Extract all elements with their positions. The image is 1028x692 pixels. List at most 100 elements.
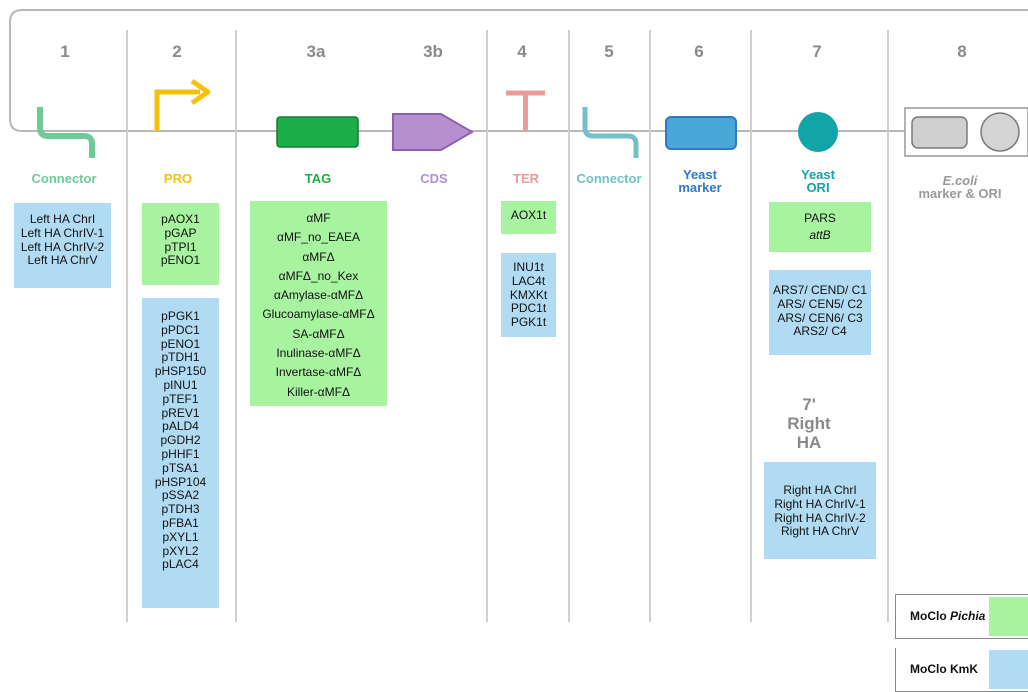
part-item: pSSA2 [161,488,200,503]
divider-4 [568,30,570,622]
part-item: ARS/ CEN6/ C3 [777,310,863,325]
tag-glyph [276,116,359,148]
part-item: PARS [804,211,836,225]
part-item: Right HA ChrIV-1 [774,496,866,511]
parts-box-p4-pichia: AOX1t [501,201,556,234]
part-item: pALD4 [162,419,199,434]
part-item: pTPI1 [164,239,197,254]
divider-2 [235,30,237,622]
ecoli-ori-glyph [980,112,1020,152]
part-item: pXYL2 [162,543,199,558]
part-item: pHSP104 [154,474,207,489]
position-number: 5 [604,42,614,61]
legend-pichia-italic: Pichia [950,609,986,623]
category-label-ter: TER [513,171,539,186]
category-label-cds: CDS [420,171,448,186]
part-item: Right HA ChrV [780,524,860,539]
part-item: Inulinase-αMFΔ [276,346,361,361]
part-item: pPDC1 [161,322,200,337]
position-number: 7 [812,42,822,61]
part-item: attB [809,228,831,242]
part-item: pAOX1 [161,212,200,226]
yeast-ori-glyph [798,112,838,152]
part-item: pINU1 [163,377,198,392]
legend-row-kmk: MoClo KmK [895,648,1028,692]
right-ha-line2: HA [796,433,822,452]
part-item: pREV1 [161,405,200,420]
position-number: 2 [172,42,182,61]
part-item: AOX1t [510,208,547,222]
part-item: pGAP [164,225,197,240]
part-item: αMF [306,211,331,225]
category-label-connector-5: Connector [576,171,642,186]
position-number: 3a [306,42,326,61]
part-item: Left HA ChrIV-1 [20,225,105,240]
parts-box-p3-pichia: αMF αMF_no_EAEA αMFΔ αMFΔ_no_Kex αAmylase-αM… [250,201,387,406]
part-item: pTDH1 [161,350,200,365]
part-item: αMFΔ_no_Kex [278,268,359,283]
part-item: Left HA ChrI [29,212,96,226]
terminator-glyph [506,90,545,131]
position-number: 8 [957,42,967,61]
legend-label-kmk: MoClo KmK [910,662,978,676]
divider-7 [887,30,889,622]
part-item: αMF_no_EAEA [277,230,360,245]
part-item: pENO1 [160,336,201,351]
part-item: pXYL1 [162,529,199,544]
legend-pichia-prefix: MoClo [910,609,950,623]
part-item: Right HA ChrI [783,483,857,497]
part-item: ARS/ CEN5/ C2 [777,296,863,311]
part-item: pHSP150 [154,364,207,379]
divider-1 [126,30,128,622]
part-item: Right HA ChrIV-2 [774,510,866,525]
part-item: pTDH3 [161,502,200,517]
part-item: Glucoamylase-αMFΔ [262,307,375,322]
part-item: pPGK1 [161,309,200,323]
promoter-arrow-glyph [154,89,200,131]
part-item: SA-αMFΔ [292,326,345,341]
position-number: 4 [517,42,527,61]
legend-swatch-kmk [989,650,1028,689]
part-item: αAmylase-αMFΔ [273,288,364,303]
category-label-yeast-marker: Yeast marker [665,168,735,194]
right-ha-number: 7' [802,395,816,414]
cds-glyph [392,113,474,151]
yeast-marker-glyph [665,116,737,150]
part-item: pFBA1 [162,515,199,530]
yeast-ori-line2: ORI [806,180,830,195]
legend-label-pichia: MoClo Pichia [910,609,985,623]
part-item: ARS2/ C4 [793,324,847,339]
yeast-marker-line2: marker [678,180,722,195]
backbone-loop [9,9,1028,132]
ecoli-line1: E.coli [942,173,978,188]
part-item: pENO1 [160,253,201,268]
part-item: pTSA1 [162,460,199,475]
yeast-ori-line1: Yeast [801,167,835,182]
position-number: 6 [694,42,704,61]
part-item: Left HA ChrIV-2 [20,239,105,254]
part-item: ARS7/ CEND/ C1 [772,283,868,297]
legend-swatch-pichia [989,597,1028,636]
right-ha-heading: 7' Right HA [769,395,849,452]
ecoli-marker-glyph [911,116,968,149]
part-item: KMXKt [509,287,548,302]
part-item: Invertase-αMFΔ [275,365,362,380]
category-label-tag: TAG [304,171,332,186]
position-number: 1 [60,42,70,61]
part-item: LAC4t [511,273,546,288]
category-label-pro: PRO [163,171,193,186]
promoter-arrowhead [190,78,211,106]
divider-5 [649,30,651,622]
part-item: PGK1t [510,315,547,330]
part-item: INU1t [513,260,544,274]
part-item: αMFΔ [302,249,335,264]
part-item: Killer-αMFΔ [287,384,350,399]
part-item: PDC1t [510,301,547,316]
category-label-ecoli: E.coli marker & ORI [905,174,1015,200]
legend-row-pichia: MoClo Pichia [895,594,1028,639]
